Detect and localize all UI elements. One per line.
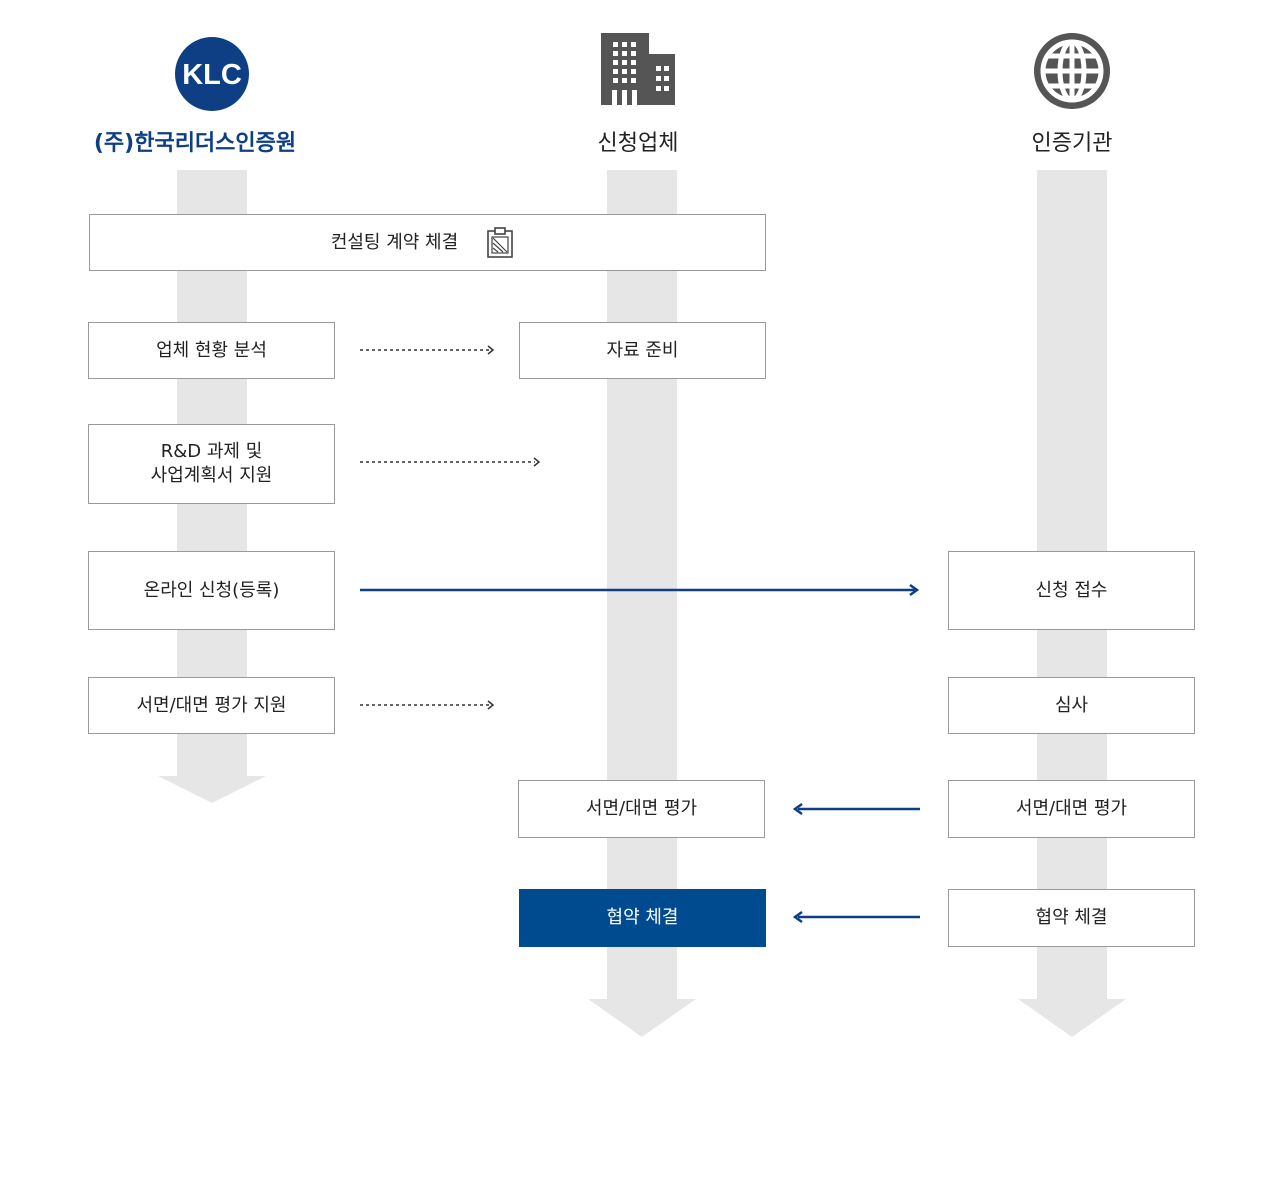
klc-logo: KLC	[175, 37, 249, 111]
arrow-analysis-to-prep	[360, 345, 495, 355]
applicant-title: 신청업체	[597, 131, 679, 156]
arrow-agreement-cert-to-applicant	[792, 910, 920, 924]
arrow-online-to-receipt	[360, 583, 920, 597]
step-review: 심사	[948, 677, 1195, 734]
arrow-rnd-to-applicant	[360, 457, 541, 467]
cert-body-title: 인증기관	[1031, 131, 1113, 156]
lane-applicant	[588, 170, 696, 1037]
step-application-receipt: 신청 접수	[948, 551, 1195, 630]
clipboard-icon	[487, 226, 513, 258]
step-consulting-contract-label: 컨설팅 계약 체결	[330, 231, 459, 253]
step-agreement-applicant: 협약 체결	[519, 889, 766, 947]
klc-logo-text: KLC	[182, 59, 242, 91]
step-evaluation-support: 서면/대면 평가 지원	[88, 677, 335, 734]
building-icon	[601, 33, 675, 105]
step-evaluation-cert-body: 서면/대면 평가	[948, 780, 1195, 838]
arrow-eval-cert-to-applicant	[792, 802, 920, 816]
globe-icon	[1034, 33, 1110, 109]
step-data-preparation: 자료 준비	[519, 322, 766, 379]
step-rnd-support-line1: R&D 과제 및	[160, 441, 263, 462]
klc-title: (주)한국리더스인증원	[93, 131, 297, 156]
step-rnd-support: R&D 과제 및 사업계획서 지원	[88, 424, 335, 504]
arrow-support-to-applicant	[360, 700, 495, 710]
step-company-analysis: 업체 현황 분석	[88, 322, 335, 379]
step-consulting-contract: 컨설팅 계약 체결	[89, 214, 766, 271]
step-rnd-support-line2: 사업계획서 지원	[150, 465, 273, 486]
step-online-application: 온라인 신청(등록)	[88, 551, 335, 630]
step-evaluation-applicant: 서면/대면 평가	[518, 780, 765, 838]
step-agreement-cert-body: 협약 체결	[948, 889, 1195, 947]
